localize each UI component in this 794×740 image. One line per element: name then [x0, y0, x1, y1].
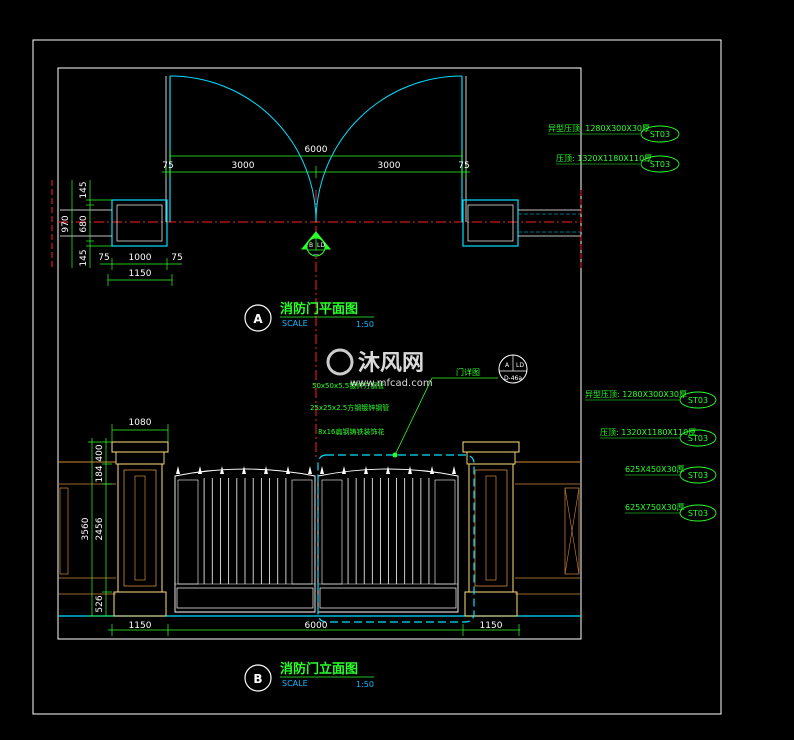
elev-tag-3-code: ST03: [688, 471, 708, 480]
elevation-note-1: 50x50x5.5镀锌方钢管: [312, 381, 384, 390]
left-post-elevation: [111, 441, 169, 617]
gate-spike: [320, 466, 324, 474]
elev-dim-post-top: 1080: [129, 418, 152, 428]
detail-callout-right: LD: [516, 362, 524, 369]
elev-dim-overall: 6000: [305, 621, 328, 631]
elev-dim-h-base: 526: [95, 595, 105, 612]
plan-scale-label: SCALE: [282, 319, 308, 328]
dim-v-total: 970: [61, 215, 71, 232]
gate-leaves: [174, 466, 459, 613]
plan-tag-1-text: 异型压顶: 1280X300X30厚: [548, 124, 650, 133]
watermark-url: www.mfcad.com: [350, 378, 433, 389]
plan-tag-2-code: ST03: [650, 160, 670, 169]
right-post-plan: [462, 199, 519, 247]
plan-title-bubble: [244, 304, 272, 332]
detail-callout-bottom: D-46a: [504, 375, 522, 382]
elevation-note-2: 25x25x2.5方钢镀锌钢管: [310, 403, 389, 412]
section-marker: B LD —: [300, 231, 332, 258]
dim-leaf-right: 3000: [378, 161, 401, 171]
outer-frame: [32, 39, 722, 715]
gate-spike: [386, 466, 390, 474]
gate-spike: [264, 466, 268, 474]
elevation-title-bubble-letter: B: [253, 672, 262, 686]
dim-gap-right: 75: [458, 161, 469, 171]
left-post-plan: [111, 199, 168, 247]
plan-view: 6000 3000 3000 75 75 75 1000 75 1150 970…: [60, 75, 581, 332]
elevation-title-bubble: [244, 664, 272, 692]
section-marker-right: LD: [317, 242, 325, 249]
left-door-swing-arc: [169, 75, 317, 223]
elev-dim-right: 1150: [480, 621, 503, 631]
gate-spike: [198, 466, 202, 474]
dim-v-bottom: 145: [79, 249, 89, 266]
elevation-note-3: 8x16扁钢铸铁装饰花: [318, 427, 385, 436]
plan-tag-2-text: 压顶: 1320X1180X110厚: [556, 154, 652, 163]
elev-dim-h-cap: 400: [95, 444, 105, 461]
elevation-scale-value: 1:50: [356, 680, 374, 689]
elevation-view: 门详图 A LD D-46a 50x50x5.5镀锌方钢管 25x25x2.5方…: [58, 354, 581, 692]
dim-gap-left: 75: [162, 161, 173, 171]
watermark: 沐风网 www.mfcad.com: [326, 348, 433, 389]
inner-frame: [57, 67, 582, 640]
elev-dim-h-total: 3560: [81, 517, 91, 540]
elev-tag-4-code: ST03: [688, 509, 708, 518]
elev-dim-left: 1150: [129, 621, 152, 631]
detail-callout-title: 门详图: [456, 367, 480, 377]
dim-leaf-left: 3000: [232, 161, 255, 171]
plan-tag-1-code: ST03: [650, 130, 670, 139]
elev-dim-h-neck: 184: [95, 465, 105, 482]
gate-spike: [342, 466, 346, 474]
gate-spike: [242, 466, 246, 474]
elev-tag-1-code: ST03: [688, 396, 708, 405]
watermark-brand: 沐风网: [358, 351, 424, 376]
elev-tag-4-text: 625X750X30厚: [625, 503, 685, 512]
gate-spike: [364, 466, 368, 474]
plan-material-tags: 异型压顶: 1280X300X30厚 ST03 压顶: 1320X1180X11…: [548, 124, 680, 173]
right-post-elevation: [462, 441, 520, 617]
gate-spike: [408, 466, 412, 474]
elev-tag-1-text: 异型压顶: 1280X300X30厚: [585, 390, 687, 399]
elevation-scale-label: SCALE: [282, 679, 308, 688]
gate-spike: [220, 466, 224, 474]
gate-spike: [176, 466, 180, 474]
section-marker-top: B: [309, 242, 313, 249]
dim-post-side-right: 75: [171, 253, 182, 263]
gate-spike: [286, 466, 290, 474]
gate-spike: [308, 466, 312, 474]
right-door-swing-arc: [315, 75, 463, 223]
dim-post-total: 1150: [129, 269, 152, 279]
gate-spike: [452, 466, 456, 474]
plan-title-bubble-letter: A: [253, 312, 263, 326]
dim-post-side-left: 75: [98, 253, 109, 263]
detail-callout-top: A: [505, 362, 510, 369]
elevation-title: 消防门立面图: [280, 661, 358, 677]
dim-post-width: 1000: [129, 253, 152, 263]
dim-v-top: 145: [79, 181, 89, 198]
elevation-material-tags: 异型压顶: 1280X300X30厚 ST03 压顶: 1320X1180X11…: [585, 390, 717, 522]
dim-overall-width: 6000: [305, 145, 328, 155]
elev-dim-h-body: 2456: [95, 517, 105, 540]
elev-tag-2-code: ST03: [688, 434, 708, 443]
plan-scale-value: 1:50: [356, 320, 374, 329]
plan-title: 消防门平面图: [280, 301, 358, 317]
section-marker-bottom: —: [313, 251, 319, 258]
dim-v-mid: 680: [79, 215, 89, 232]
elev-tag-3-text: 625X450X30厚: [625, 465, 685, 474]
elev-tag-2-text: 压顶: 1320X1180X110厚: [600, 428, 696, 437]
gate-spike: [430, 466, 434, 474]
